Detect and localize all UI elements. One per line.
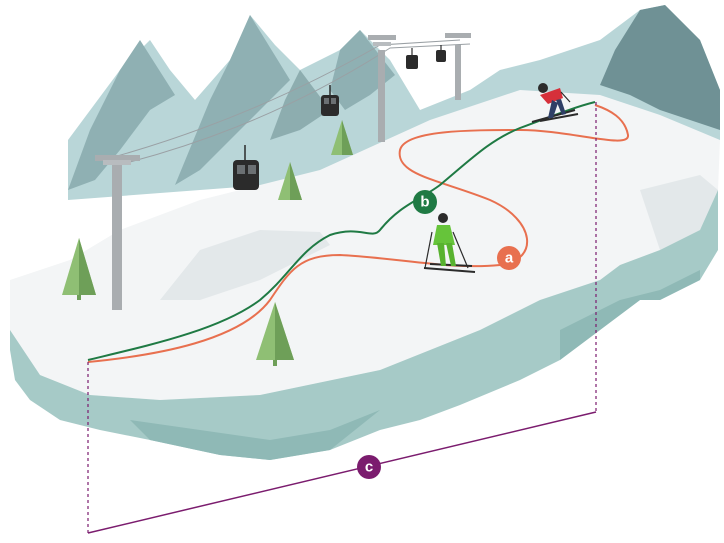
mountain-icon [270, 70, 330, 140]
marker-a-label: a [505, 250, 514, 267]
gondola-icon [321, 85, 339, 116]
tree-icon [278, 162, 302, 200]
gondola-icon [406, 48, 418, 69]
marker-a: a [497, 246, 521, 270]
slope-cliff-shade [560, 270, 700, 360]
marker-b: b [413, 190, 437, 214]
pylon-icon [95, 155, 140, 310]
skier-icon [531, 83, 579, 123]
snow-shadow [640, 175, 718, 250]
gondola-icon [233, 145, 259, 190]
snow-shadow [160, 230, 330, 300]
marker-c-label: c [365, 459, 373, 476]
tree-icon [331, 120, 353, 155]
pylon-icon [368, 35, 396, 142]
marker-b-label: b [420, 194, 429, 211]
slope-cliff-shade [130, 410, 380, 460]
cable-lines [102, 39, 471, 163]
route-a-path [87, 104, 629, 363]
skier-icon [423, 213, 476, 273]
marker-b-circle [413, 190, 437, 214]
marker-c: c [357, 455, 381, 479]
marker-c-circle [357, 455, 381, 479]
pylon-icon [445, 33, 471, 100]
gondola-icon [436, 45, 446, 62]
tree-icon [256, 302, 294, 366]
mountain-icon [330, 30, 395, 110]
mountain-icon [68, 40, 175, 190]
dimension-c [87, 102, 597, 534]
snow-surface [10, 90, 720, 400]
route-b-path [87, 101, 596, 361]
mountain-icon [175, 15, 290, 185]
marker-a-circle [497, 246, 521, 270]
mountain-icon [600, 5, 720, 130]
tree-icon [62, 238, 96, 300]
